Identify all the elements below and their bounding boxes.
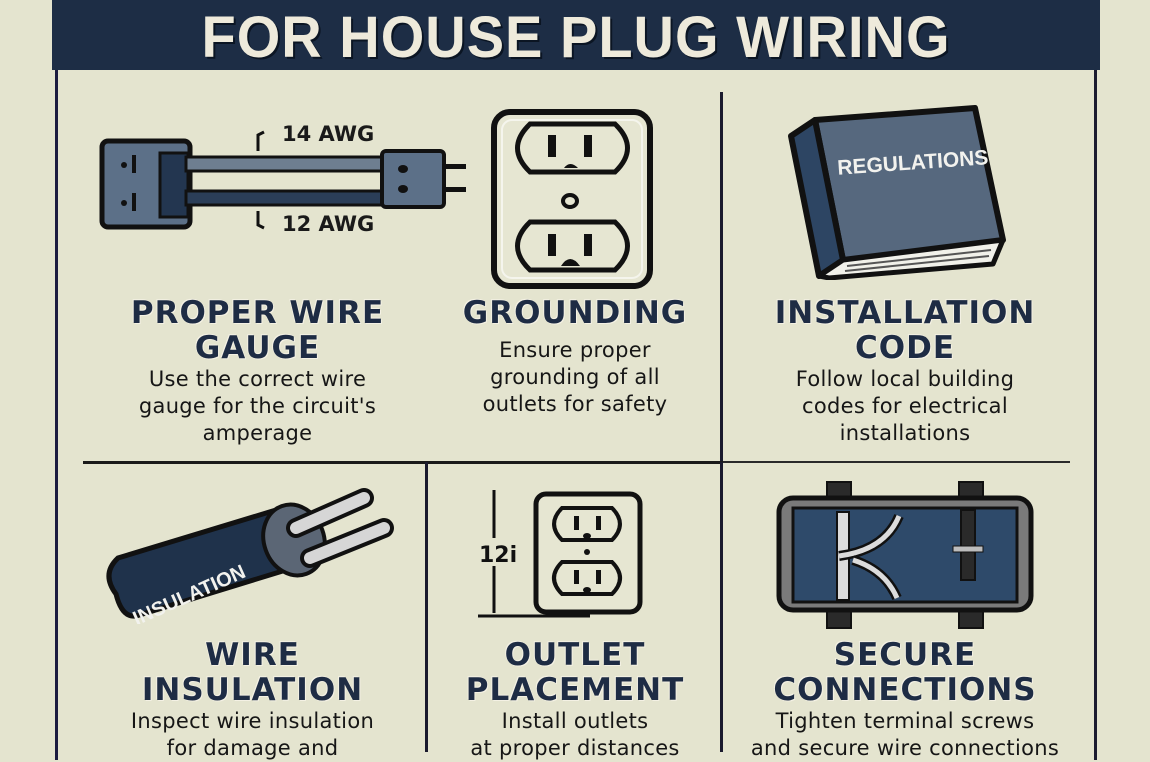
card-heading: PROPER WIRE	[130, 295, 385, 331]
card-heading: CODE	[854, 330, 955, 366]
card-description: gauge for the circuit's	[138, 394, 377, 418]
card-heading: GROUNDING	[462, 295, 688, 331]
card-grounding: GROUNDING Ensure proper grounding of all…	[430, 296, 720, 418]
card-description: installations	[839, 421, 971, 445]
card-heading: PLACEMENT	[465, 672, 685, 708]
card-secure-connections: SECURE CONNECTIONS Tighten terminal scre…	[725, 638, 1085, 762]
card-wire-insulation: WIRE INSULATION Inspect wire insulation …	[85, 638, 420, 762]
card-description: at proper distances	[470, 736, 680, 760]
card-heading: INSTALLATION	[774, 295, 1036, 331]
card-outlet-placement: OUTLET PLACEMENT Install outlets at prop…	[430, 638, 720, 762]
card-description: amperage	[202, 421, 313, 445]
card-description: Install outlets	[501, 709, 649, 733]
gauge-label-12awg: 12 AWG	[282, 212, 375, 236]
card-heading: INSULATION	[141, 672, 364, 708]
card-description: for damage and	[166, 736, 339, 760]
insulated-cable-icon: INSULATION	[96, 484, 396, 630]
svg-text:12i: 12i	[479, 543, 517, 568]
card-heading: WIRE	[205, 637, 300, 673]
duplex-outlet-icon	[490, 108, 660, 290]
card-proper-wire-gauge: PROPER WIRE GAUGE Use the correct wire g…	[85, 296, 430, 447]
gauge-label-14awg: 14 AWG	[282, 122, 375, 146]
divider-top-right	[720, 92, 723, 462]
page-title: FOR HOUSE PLUG WIRING	[201, 3, 951, 70]
regulations-book-icon: REGULATIONS	[785, 100, 1025, 281]
card-description: codes for electrical	[802, 394, 1008, 418]
card-description: Use the correct wire	[148, 367, 367, 391]
card-description: Tighten terminal screws	[775, 709, 1035, 733]
divider-bottom-left	[425, 462, 428, 752]
divider-bottom-right	[720, 462, 723, 752]
card-heading: OUTLET	[504, 637, 646, 673]
wire-gauge-plug-icon	[98, 125, 468, 240]
junction-box-icon	[775, 480, 1035, 630]
card-description: Ensure proper	[499, 338, 651, 362]
divider-row-left	[83, 461, 723, 464]
card-description: outlets for safety	[482, 392, 668, 416]
card-heading: CONNECTIONS	[773, 672, 1037, 708]
card-description: grounding of all	[490, 365, 660, 389]
divider-row-right	[723, 461, 1070, 463]
card-description: and secure wire connections	[750, 736, 1060, 760]
card-heading: GAUGE	[194, 330, 321, 366]
card-installation-code: INSTALLATION CODE Follow local building …	[735, 296, 1075, 447]
outlet-height-icon: 12i	[470, 488, 670, 623]
card-description: Follow local building	[795, 367, 1015, 391]
card-heading: SECURE	[833, 637, 977, 673]
title-banner: FOR HOUSE PLUG WIRING	[52, 0, 1100, 70]
card-description: Inspect wire insulation	[130, 709, 375, 733]
